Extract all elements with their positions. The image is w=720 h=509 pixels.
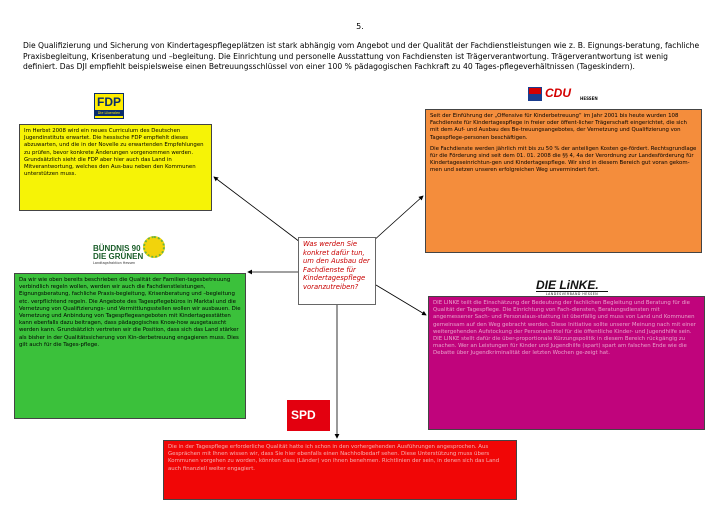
- cdu-logo: CDU HESSEN: [528, 86, 598, 102]
- cdu-logo-sub: HESSEN: [580, 96, 598, 101]
- gruene-logo-line1: BÜNDNIS 90: [93, 244, 141, 253]
- gruene-logo: BÜNDNIS 90 DIE GRÜNEN Landtagsfraktion H…: [93, 236, 169, 270]
- fdp-logo: FDP Die Liberalen: [94, 93, 124, 119]
- gruene-answer-box: Da wir wie oben bereits beschrieben die …: [14, 273, 246, 419]
- arrow-to-linke: [375, 284, 427, 316]
- cdu-answer-box: Seit der Einführung der „Offensive für K…: [425, 109, 702, 253]
- page-number: 5.: [356, 22, 364, 31]
- arrow-to-fdp: [213, 176, 301, 243]
- gruene-logo-line2: DIE GRÜNEN: [93, 252, 144, 261]
- fdp-answer-text: Im Herbst 2008 wird ein neues Curriculum…: [24, 128, 204, 178]
- center-question: Was werden Sie konkret dafür tun, um den…: [298, 237, 376, 305]
- linke-logo-sub: LANDESVERBAND HESSEN: [536, 291, 608, 296]
- linke-answer-text: DIE LINKE teilt die Einschätzung der Bed…: [433, 300, 696, 357]
- fdp-answer-box: Im Herbst 2008 wird ein neues Curriculum…: [19, 124, 212, 211]
- fdp-logo-text: FDP: [97, 95, 121, 109]
- sunflower-icon: [143, 236, 165, 258]
- fdp-logo-sub: Die Liberalen: [95, 110, 123, 116]
- cdu-logo-text: CDU: [545, 86, 571, 100]
- gruene-answer-text: Da wir wie oben bereits beschrieben die …: [19, 277, 241, 348]
- arrow-to-cdu: [371, 195, 424, 243]
- gruene-logo-sub: Landtagsfraktion Hessen: [93, 261, 136, 265]
- spd-logo: SPD: [287, 400, 330, 431]
- intro-paragraph: Die Qualifizierung und Sicherung von Kin…: [23, 41, 700, 72]
- spd-answer-text: Die in der Tagespflege erforderliche Qua…: [168, 444, 500, 472]
- cdu-answer-paragraph-1: Seit der Einführung der „Offensive für K…: [430, 113, 687, 141]
- hessen-flag-icon: [528, 87, 542, 101]
- linke-logo: DIE LiNKE. LANDESVERBAND HESSEN: [536, 278, 608, 296]
- linke-answer-box: DIE LINKE teilt die Einschätzung der Bed…: [428, 296, 705, 430]
- cdu-answer-paragraph-2: Die Fachdienste werden jährlich mit bis …: [430, 145, 697, 174]
- spd-answer-box: Die in der Tagespflege erforderliche Qua…: [163, 440, 517, 500]
- spd-logo-text: SPD: [291, 408, 316, 422]
- linke-logo-text: DIE LiNKE.: [536, 278, 599, 292]
